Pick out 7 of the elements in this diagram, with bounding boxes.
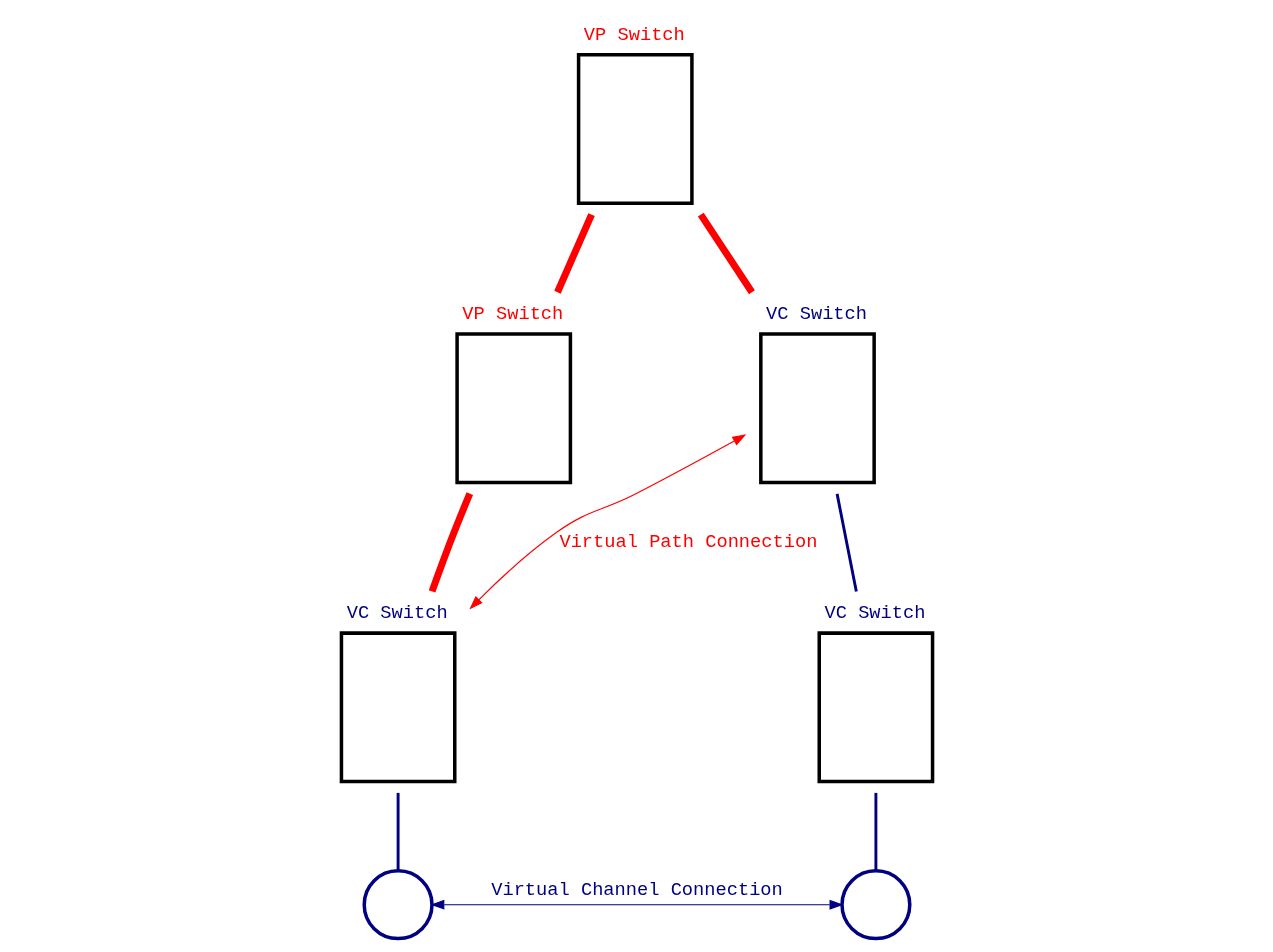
node-label: VC Switch bbox=[765, 303, 867, 326]
edge-label: Virtual Channel Connection bbox=[490, 879, 783, 902]
node-label: VC Switch bbox=[824, 602, 925, 625]
edge-label: Virtual Path Connection bbox=[558, 531, 817, 554]
node-label: VP Switch bbox=[583, 24, 685, 47]
node-label: VC Switch bbox=[346, 602, 448, 625]
node-label: VP Switch bbox=[461, 303, 563, 326]
